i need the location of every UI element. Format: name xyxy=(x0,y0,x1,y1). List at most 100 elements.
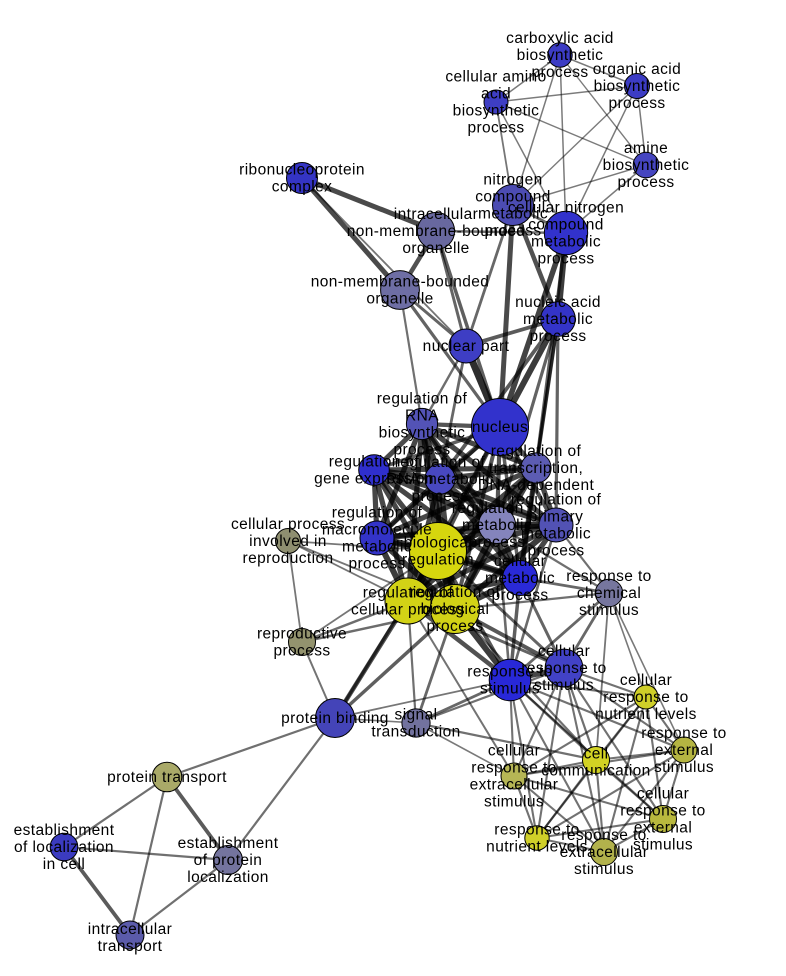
svg-text:process: process xyxy=(484,223,541,240)
svg-text:cellular process: cellular process xyxy=(231,516,345,533)
svg-text:cellular: cellular xyxy=(637,786,689,803)
svg-text:protein binding: protein binding xyxy=(281,710,389,727)
svg-text:transduction: transduction xyxy=(371,724,460,741)
svg-text:response to: response to xyxy=(521,660,606,677)
svg-text:intracellular: intracellular xyxy=(88,921,172,938)
svg-text:process: process xyxy=(426,618,483,635)
svg-text:metabolic: metabolic xyxy=(485,570,555,587)
svg-text:macromolecule: macromolecule xyxy=(322,522,432,539)
svg-text:process: process xyxy=(273,643,330,660)
svg-text:cellular amino: cellular amino xyxy=(445,69,546,86)
svg-text:process: process xyxy=(491,587,548,604)
svg-text:compound: compound xyxy=(475,189,551,206)
svg-text:process: process xyxy=(527,543,584,560)
svg-text:non-membrane-bounded: non-membrane-bounded xyxy=(347,223,526,240)
svg-text:external: external xyxy=(655,742,713,759)
svg-text:regulation of: regulation of xyxy=(332,505,423,522)
svg-text:biosynthetic: biosynthetic xyxy=(603,157,690,174)
svg-text:gene expression: gene expression xyxy=(314,471,434,488)
svg-text:process: process xyxy=(411,488,468,505)
svg-text:signal: signal xyxy=(395,707,438,724)
svg-text:reproduction: reproduction xyxy=(243,550,334,567)
svg-text:intracellular: intracellular xyxy=(394,206,478,223)
svg-text:extracellular: extracellular xyxy=(560,844,649,861)
svg-text:response to: response to xyxy=(603,689,688,706)
svg-text:reproductive: reproductive xyxy=(257,626,347,643)
svg-text:regulation of: regulation of xyxy=(363,585,454,602)
svg-text:stimulus: stimulus xyxy=(574,861,634,878)
svg-text:regulation: regulation xyxy=(402,552,474,569)
svg-text:establishment: establishment xyxy=(14,822,115,839)
svg-text:biosynthetic: biosynthetic xyxy=(453,103,540,120)
svg-text:amine: amine xyxy=(624,140,668,157)
svg-text:response to: response to xyxy=(566,568,651,585)
svg-text:stimulus: stimulus xyxy=(579,602,639,619)
svg-text:regulation of: regulation of xyxy=(329,454,420,471)
svg-text:cellular: cellular xyxy=(494,553,546,570)
svg-text:metabolic: metabolic xyxy=(523,311,593,328)
svg-text:regulation of: regulation of xyxy=(452,500,543,517)
svg-text:transport: transport xyxy=(98,938,163,955)
svg-text:metabolic: metabolic xyxy=(531,234,601,251)
svg-text:regulation of: regulation of xyxy=(410,584,501,601)
svg-text:compound: compound xyxy=(528,217,604,234)
svg-text:response to: response to xyxy=(620,803,705,820)
svg-text:process: process xyxy=(468,534,525,551)
svg-text:non-membrane-bounded: non-membrane-bounded xyxy=(311,274,490,291)
svg-text:establishment: establishment xyxy=(178,835,279,852)
svg-text:response to: response to xyxy=(641,725,726,742)
svg-text:response to: response to xyxy=(471,760,556,777)
svg-text:biosynthetic: biosynthetic xyxy=(594,78,681,95)
svg-text:biosynthetic: biosynthetic xyxy=(517,47,604,64)
svg-text:RNA metabolic: RNA metabolic xyxy=(386,471,494,488)
svg-text:cellular process: cellular process xyxy=(351,602,465,619)
svg-text:DNA-dependent: DNA-dependent xyxy=(478,477,595,494)
svg-text:nutrient levels: nutrient levels xyxy=(595,706,697,723)
svg-text:ribonucleoprotein: ribonucleoprotein xyxy=(239,162,365,179)
svg-text:biological: biological xyxy=(421,601,490,618)
svg-text:external: external xyxy=(634,820,692,837)
svg-text:process: process xyxy=(467,120,524,137)
svg-text:response to: response to xyxy=(467,664,552,681)
svg-text:process: process xyxy=(529,328,586,345)
svg-text:regulation of: regulation of xyxy=(491,443,582,460)
svg-text:biosynthetic: biosynthetic xyxy=(379,425,466,442)
svg-text:process: process xyxy=(348,556,405,573)
svg-text:process: process xyxy=(531,64,588,81)
svg-text:cellular: cellular xyxy=(620,672,672,689)
svg-text:cellular nitrogen: cellular nitrogen xyxy=(508,200,624,217)
svg-text:of localization: of localization xyxy=(14,839,114,856)
svg-text:biological: biological xyxy=(404,535,473,552)
svg-text:metabolic: metabolic xyxy=(462,517,532,534)
svg-text:acid: acid xyxy=(481,86,511,103)
svg-text:involved in: involved in xyxy=(249,533,327,550)
svg-text:primary: primary xyxy=(529,509,583,526)
svg-text:response to: response to xyxy=(561,827,646,844)
svg-text:stimulus: stimulus xyxy=(654,759,714,776)
svg-text:extracellular: extracellular xyxy=(470,777,559,794)
svg-text:carboxylic acid: carboxylic acid xyxy=(506,30,614,47)
svg-text:nuclear part: nuclear part xyxy=(423,338,510,355)
svg-text:transcription,: transcription, xyxy=(489,460,583,477)
svg-text:in cell: in cell xyxy=(43,856,85,873)
svg-text:response to: response to xyxy=(494,822,579,839)
svg-text:RNA: RNA xyxy=(405,408,439,425)
svg-text:stimulus: stimulus xyxy=(484,794,544,811)
svg-text:communication: communication xyxy=(541,763,650,780)
svg-text:localization: localization xyxy=(187,869,268,886)
svg-text:metabolic: metabolic xyxy=(521,526,591,543)
svg-text:stimulus: stimulus xyxy=(534,677,594,694)
svg-text:cellular: cellular xyxy=(538,643,590,660)
svg-text:complex: complex xyxy=(272,179,333,196)
svg-text:process: process xyxy=(537,251,594,268)
svg-text:regulation of: regulation of xyxy=(395,454,486,471)
svg-text:stimulus: stimulus xyxy=(633,837,693,854)
svg-text:organelle: organelle xyxy=(366,291,433,308)
svg-text:organelle: organelle xyxy=(402,240,469,257)
svg-text:process: process xyxy=(608,95,665,112)
svg-text:protein transport: protein transport xyxy=(107,769,227,786)
svg-text:nutrient levels: nutrient levels xyxy=(486,839,588,856)
svg-text:nitrogen: nitrogen xyxy=(483,172,542,189)
svg-text:regulation of: regulation of xyxy=(511,492,602,509)
svg-text:process: process xyxy=(393,442,450,459)
